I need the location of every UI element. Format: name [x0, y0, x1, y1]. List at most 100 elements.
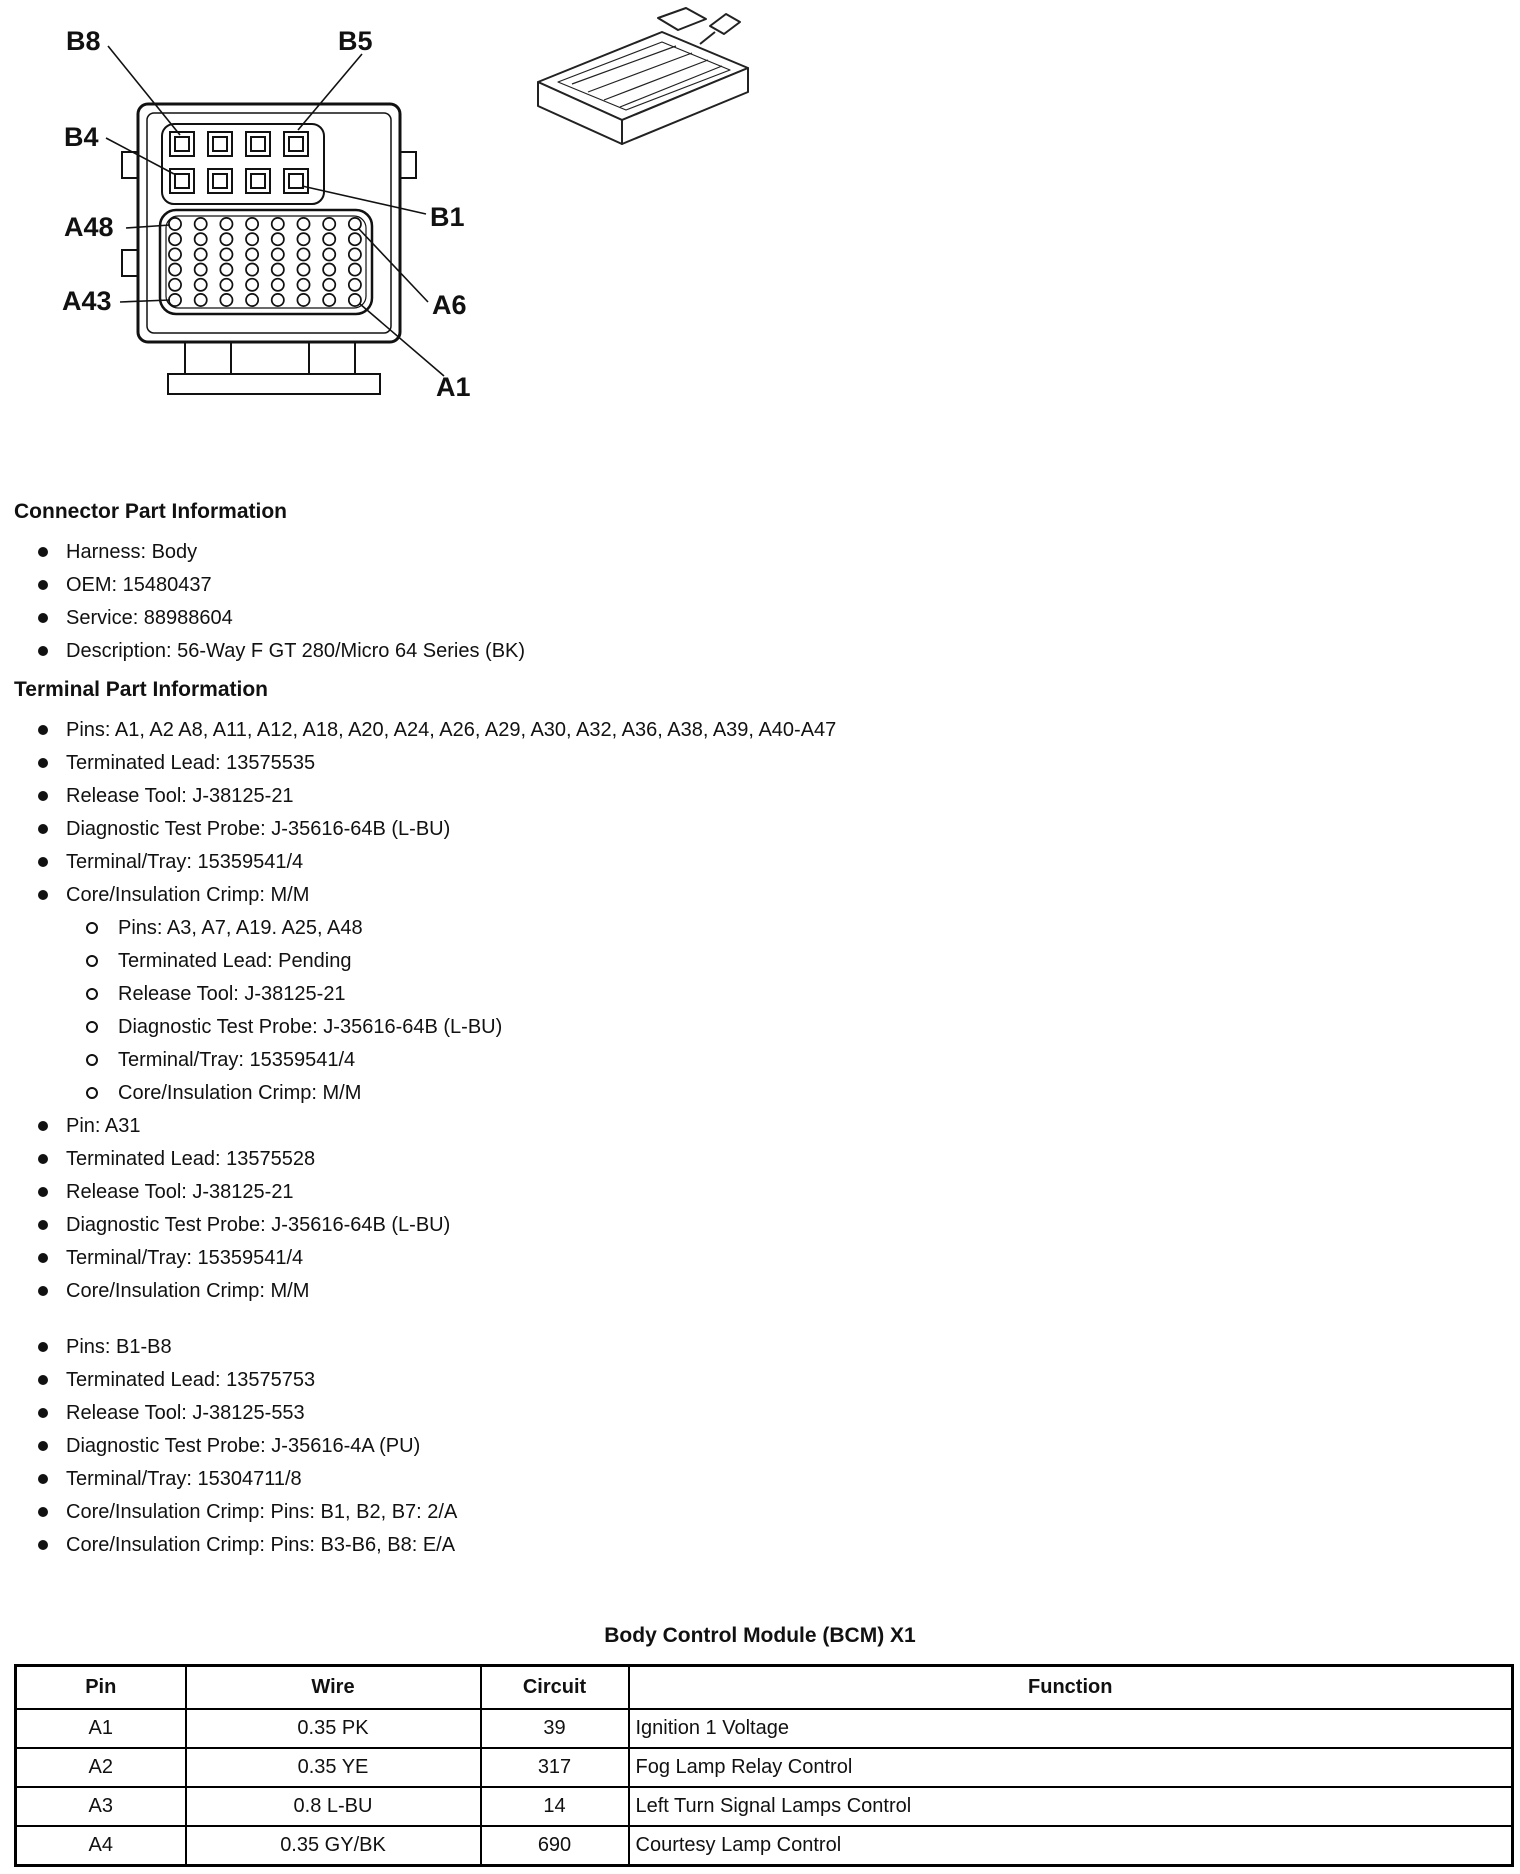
open-bullet-icon	[86, 1054, 98, 1066]
open-bullet-icon	[86, 955, 98, 967]
bullet-icon	[38, 1540, 48, 1550]
open-bullet-icon	[86, 1087, 98, 1099]
list-item-text: Release Tool: J-38125-21	[66, 1181, 294, 1203]
list-item-text: Core/Insulation Crimp: Pins: B3-B6, B8: …	[66, 1534, 456, 1556]
bullet-icon	[38, 824, 48, 834]
pin-label-b4: B4	[64, 122, 99, 152]
table-row: A2 0.35 YE 317 Fog Lamp Relay Control	[14, 1747, 1514, 1788]
list-item-text: Diagnostic Test Probe: J-35616-64B (L-BU…	[66, 1214, 451, 1236]
bullet-icon	[38, 791, 48, 801]
sub-list-item: Release Tool: J-38125-21	[14, 978, 1506, 1011]
list-item: Pins: B1-B8	[14, 1331, 1506, 1364]
clip-piece	[709, 13, 741, 35]
list-item-text: Terminated Lead: 13575753	[66, 1369, 316, 1391]
list-item-text: Pin: A31	[66, 1115, 141, 1137]
list-item-text: Description: 56-Way F GT 280/Micro 64 Se…	[66, 640, 526, 662]
list-item: Core/Insulation Crimp: Pins: B3-B6, B8: …	[14, 1529, 1506, 1562]
pin-label-b5: B5	[338, 26, 373, 56]
bullet-icon	[38, 1286, 48, 1296]
pin-label-b1: B1	[430, 202, 465, 232]
latch-cap	[657, 7, 707, 31]
list-item-text: Core/Insulation Crimp: M/M	[118, 1082, 362, 1104]
cell-circuit: 39	[479, 1708, 630, 1749]
list-item: Release Tool: J-38125-553	[14, 1397, 1506, 1430]
bullet-icon	[38, 725, 48, 735]
sub-list-item: Diagnostic Test Probe: J-35616-64B (L-BU…	[14, 1011, 1506, 1044]
cell-wire: 0.35 GY/BK	[184, 1825, 482, 1867]
bullet-icon	[38, 1187, 48, 1197]
list-item-text: Terminal/Tray: 15359541/4	[66, 851, 304, 873]
list-item-text: Diagnostic Test Probe: J-35616-64B (L-BU…	[66, 818, 451, 840]
iso-right-face	[621, 67, 749, 145]
terminal-info-list-b-pins: Pins: B1-B8 Terminated Lead: 13575753 Re…	[14, 1331, 1506, 1562]
table-row: A4 0.35 GY/BK 690 Courtesy Lamp Control	[14, 1825, 1514, 1867]
list-item-text: Core/Insulation Crimp: Pins: B1, B2, B7:…	[66, 1501, 458, 1523]
list-item-text: Release Tool: J-38125-21	[118, 983, 346, 1005]
list-item: Core/Insulation Crimp: M/M	[14, 879, 1506, 912]
terminal-info-list-a-pins: Pins: A1, A2 A8, A11, A12, A18, A20, A24…	[14, 714, 1506, 912]
list-item-text: Pins: A3, A7, A19. A25, A48	[118, 917, 363, 939]
cell-pin: A3	[14, 1786, 187, 1827]
bullet-icon	[38, 1253, 48, 1263]
list-item: Terminal/Tray: 15359541/4	[14, 846, 1506, 879]
col-header-pin: Pin	[14, 1664, 187, 1710]
list-item: Diagnostic Test Probe: J-35616-4A (PU)	[14, 1430, 1506, 1463]
bullet-icon	[38, 890, 48, 900]
cell-pin: A4	[14, 1825, 187, 1867]
connector-isometric-view	[537, 7, 749, 145]
pin-label-a43: A43	[62, 286, 112, 316]
list-item-text: Terminated Lead: 13575535	[66, 752, 316, 774]
terminal-info-list-a31: Pin: A31 Terminated Lead: 13575528 Relea…	[14, 1110, 1506, 1308]
list-item: Terminal/Tray: 15359541/4	[14, 1242, 1506, 1275]
pin-label-a48: A48	[64, 212, 114, 242]
list-item-text: Terminal/Tray: 15304711/8	[66, 1468, 302, 1490]
cell-circuit: 14	[479, 1786, 630, 1827]
list-item: Terminated Lead: 13575535	[14, 747, 1506, 780]
list-item-text: Pins: A1, A2 A8, A11, A12, A18, A20, A24…	[66, 719, 837, 741]
pin-label-a1: A1	[436, 372, 471, 402]
list-item-text: Terminated Lead: Pending	[118, 950, 352, 972]
list-item: Diagnostic Test Probe: J-35616-64B (L-BU…	[14, 1209, 1506, 1242]
cell-function: Courtesy Lamp Control	[627, 1825, 1514, 1867]
connector-base	[167, 373, 381, 395]
bullet-icon	[38, 1474, 48, 1484]
cell-pin: A2	[14, 1747, 187, 1788]
bcm-x1-pin-table: Pin Wire Circuit Function A1 0.35 PK 39 …	[14, 1664, 1514, 1867]
bullet-icon	[38, 580, 48, 590]
list-item: Description: 56-Way F GT 280/Micro 64 Se…	[14, 635, 1506, 668]
connector-part-info-heading: Connector Part Information	[14, 500, 288, 523]
list-item: Terminal/Tray: 15304711/8	[14, 1463, 1506, 1496]
table-row: A3 0.8 L-BU 14 Left Turn Signal Lamps Co…	[14, 1786, 1514, 1827]
list-item-text: Terminated Lead: 13575528	[66, 1148, 316, 1170]
col-header-wire: Wire	[184, 1664, 482, 1710]
sub-list-item: Terminated Lead: Pending	[14, 945, 1506, 978]
bullet-icon	[38, 1375, 48, 1385]
list-item: Terminated Lead: 13575753	[14, 1364, 1506, 1397]
terminal-part-information-section: Terminal Part Information Pins: A1, A2 A…	[14, 678, 1506, 1562]
list-item-text: Core/Insulation Crimp: M/M	[66, 1280, 310, 1302]
open-bullet-icon	[86, 922, 98, 934]
terminal-part-info-heading: Terminal Part Information	[14, 678, 268, 701]
table-title: Body Control Module (BCM) X1	[604, 1624, 916, 1647]
connector-leg	[308, 339, 356, 375]
sub-list-item: Pins: A3, A7, A19. A25, A48	[14, 912, 1506, 945]
col-header-function: Function	[627, 1664, 1514, 1710]
cell-wire: 0.8 L-BU	[184, 1786, 482, 1827]
list-item: Diagnostic Test Probe: J-35616-64B (L-BU…	[14, 813, 1506, 846]
table-body: A1 0.35 PK 39 Ignition 1 Voltage A2 0.35…	[14, 1708, 1514, 1867]
list-item-text: Terminal/Tray: 15359541/4	[66, 1247, 304, 1269]
list-item-text: Diagnostic Test Probe: J-35616-64B (L-BU…	[118, 1016, 503, 1038]
list-item: Pin: A31	[14, 1110, 1506, 1143]
bullet-icon	[38, 857, 48, 867]
terminal-info-sublist: Pins: A3, A7, A19. A25, A48 Terminated L…	[14, 912, 1506, 1110]
list-item-text: OEM: 15480437	[66, 574, 212, 596]
bullet-icon	[38, 758, 48, 768]
list-item-text: Release Tool: J-38125-553	[66, 1402, 305, 1424]
list-item-text: Terminal/Tray: 15359541/4	[118, 1049, 356, 1071]
list-item-text: Pins: B1-B8	[66, 1336, 172, 1358]
list-item: OEM: 15480437	[14, 569, 1506, 602]
bullet-icon	[38, 1507, 48, 1517]
list-item: Service: 88988604	[14, 602, 1506, 635]
cell-function: Fog Lamp Relay Control	[627, 1747, 1514, 1788]
